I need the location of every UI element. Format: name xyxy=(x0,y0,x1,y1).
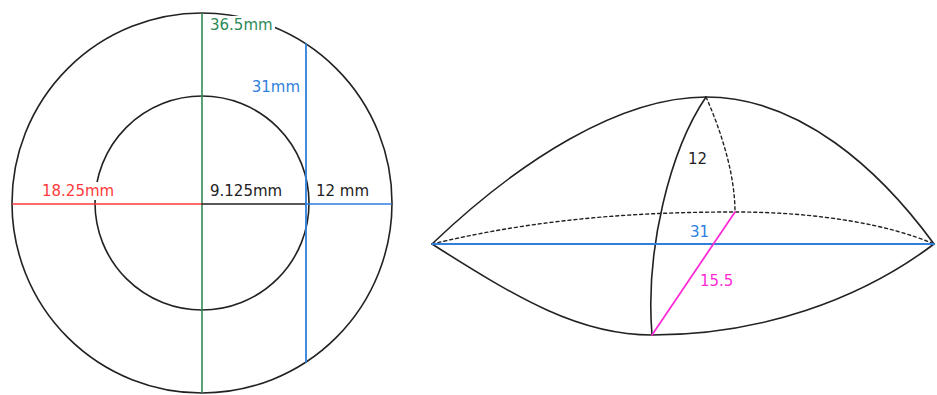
dimension-label: 31 xyxy=(688,223,711,241)
inner-radius-line xyxy=(202,203,306,205)
outer-circle xyxy=(12,13,392,393)
hidden-meridian xyxy=(706,97,735,212)
ring-width-line xyxy=(306,203,391,205)
dimension-label: 31mm xyxy=(250,78,302,96)
dimension-label: 9.125mm xyxy=(208,182,284,200)
dimension-label: 12 mm xyxy=(314,182,371,200)
lens-top-curve xyxy=(432,97,934,244)
dimension-label: 18.25mm xyxy=(40,182,116,200)
dimension-label: 15.5 xyxy=(698,272,735,290)
chord-line xyxy=(305,44,307,362)
dimension-label: 12 xyxy=(686,150,709,168)
diameter-line xyxy=(201,14,203,392)
span-line xyxy=(432,243,934,245)
half-span-line xyxy=(652,212,735,335)
dimension-label: 36.5mm xyxy=(208,16,275,34)
meridian-curve xyxy=(651,97,706,335)
radius-line xyxy=(13,203,202,205)
lens-back-curve xyxy=(432,212,934,244)
